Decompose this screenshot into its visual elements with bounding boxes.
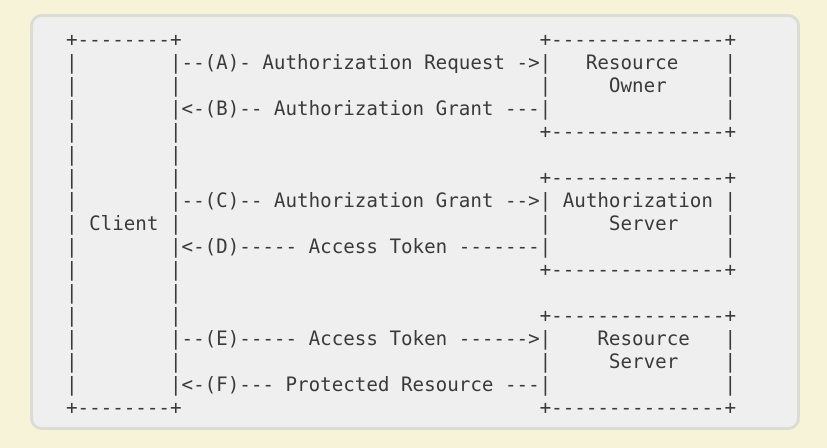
flow-d-access-token: | |<-(D)----- Access Token -------| | bbox=[66, 235, 737, 258]
authorization-server-box-bottom: | | +---------------+ bbox=[66, 258, 737, 281]
flow-e-access-token: | |--(E)----- Access Token ------>| Reso… bbox=[66, 327, 737, 350]
authorization-server-box-top: | | +---------------+ bbox=[66, 166, 737, 189]
resource-server-box-top: | | +---------------+ bbox=[66, 304, 737, 327]
oauth-flow-diagram: +--------+ +---------------+ | |--(A)- A… bbox=[66, 28, 736, 419]
client-box-bottom-border: +--------+ +---------------+ bbox=[66, 396, 737, 419]
flow-f-protected-resource: | |<-(F)--- Protected Resource ---| | bbox=[66, 373, 737, 396]
diagram-panel: +--------+ +---------------+ | |--(A)- A… bbox=[30, 14, 800, 430]
spacer-line: | | bbox=[66, 143, 182, 166]
client-label-line: | Client | | Server | bbox=[66, 212, 737, 235]
flow-a-authorization-request: | |--(A)- Authorization Request ->| Reso… bbox=[66, 51, 737, 74]
flow-b-authorization-grant: | |<-(B)-- Authorization Grant ---| | bbox=[66, 97, 737, 120]
spacer-line: | | bbox=[66, 281, 182, 304]
resource-server-label-line: | | | Server | bbox=[66, 350, 737, 373]
flow-c-authorization-grant: | |--(C)-- Authorization Grant -->| Auth… bbox=[66, 189, 737, 212]
client-box-top-border: +--------+ +---------------+ bbox=[66, 28, 737, 51]
resource-owner-label-line: | | | Owner | bbox=[66, 74, 737, 97]
resource-owner-box-bottom: | | +---------------+ bbox=[66, 120, 737, 143]
